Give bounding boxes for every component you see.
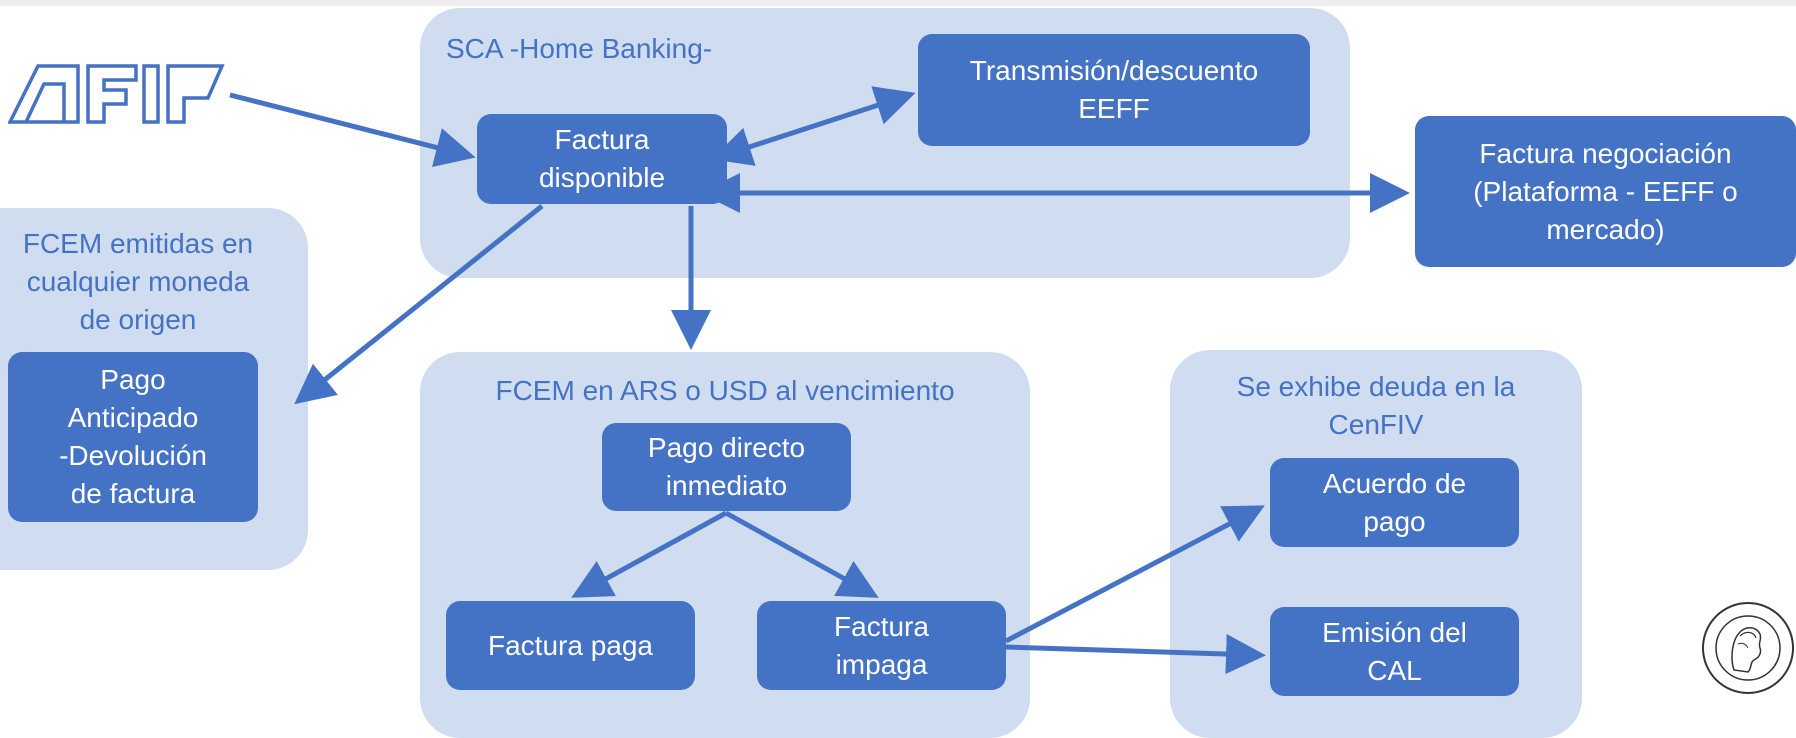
group-title-fcem-any: FCEM emitidas en cualquier moneda de ori… <box>22 228 254 335</box>
group-title-fcem-ars: FCEM en ARS o USD al vencimiento <box>495 375 955 406</box>
top-bar <box>0 0 1796 6</box>
group-title-sca: SCA -Home Banking- <box>446 33 713 64</box>
banco-central-seal-icon <box>1702 602 1794 694</box>
arrow-afip-to-factura <box>229 92 476 167</box>
arrow-factura-to-pago-anticipado <box>294 204 544 405</box>
arrow-pago-directo-to-paga <box>571 510 728 598</box>
acuerdo-de-pago-box: Acuerdo de pago <box>1270 458 1519 547</box>
arrow-factura-transmision <box>711 86 916 166</box>
pago-anticipado-box: Pago Anticipado -Devolución de factura <box>8 352 258 522</box>
group-title-cenfiv: Se exhibe deuda en la CenFIV <box>1236 371 1516 440</box>
factura-disponible-box: Factura disponible <box>477 114 727 204</box>
afip-logo <box>8 64 225 124</box>
transmision-descuento-box: Transmisión/descuento EEFF <box>918 34 1310 146</box>
factura-impaga-box: Factura impaga <box>757 601 1006 690</box>
arrow-pago-directo-to-impaga <box>724 510 879 598</box>
factura-paga-box: Factura paga <box>446 601 695 690</box>
arrow-impaga-to-acuerdo <box>1004 505 1265 644</box>
pago-directo-box: Pago directo inmediato <box>602 423 851 511</box>
arrow-impaga-to-emision <box>1005 634 1266 675</box>
factura-negociacion-box: Factura negociación (Plataforma - EEFF o… <box>1415 116 1796 267</box>
emision-del-cal-box: Emisión del CAL <box>1270 607 1519 696</box>
